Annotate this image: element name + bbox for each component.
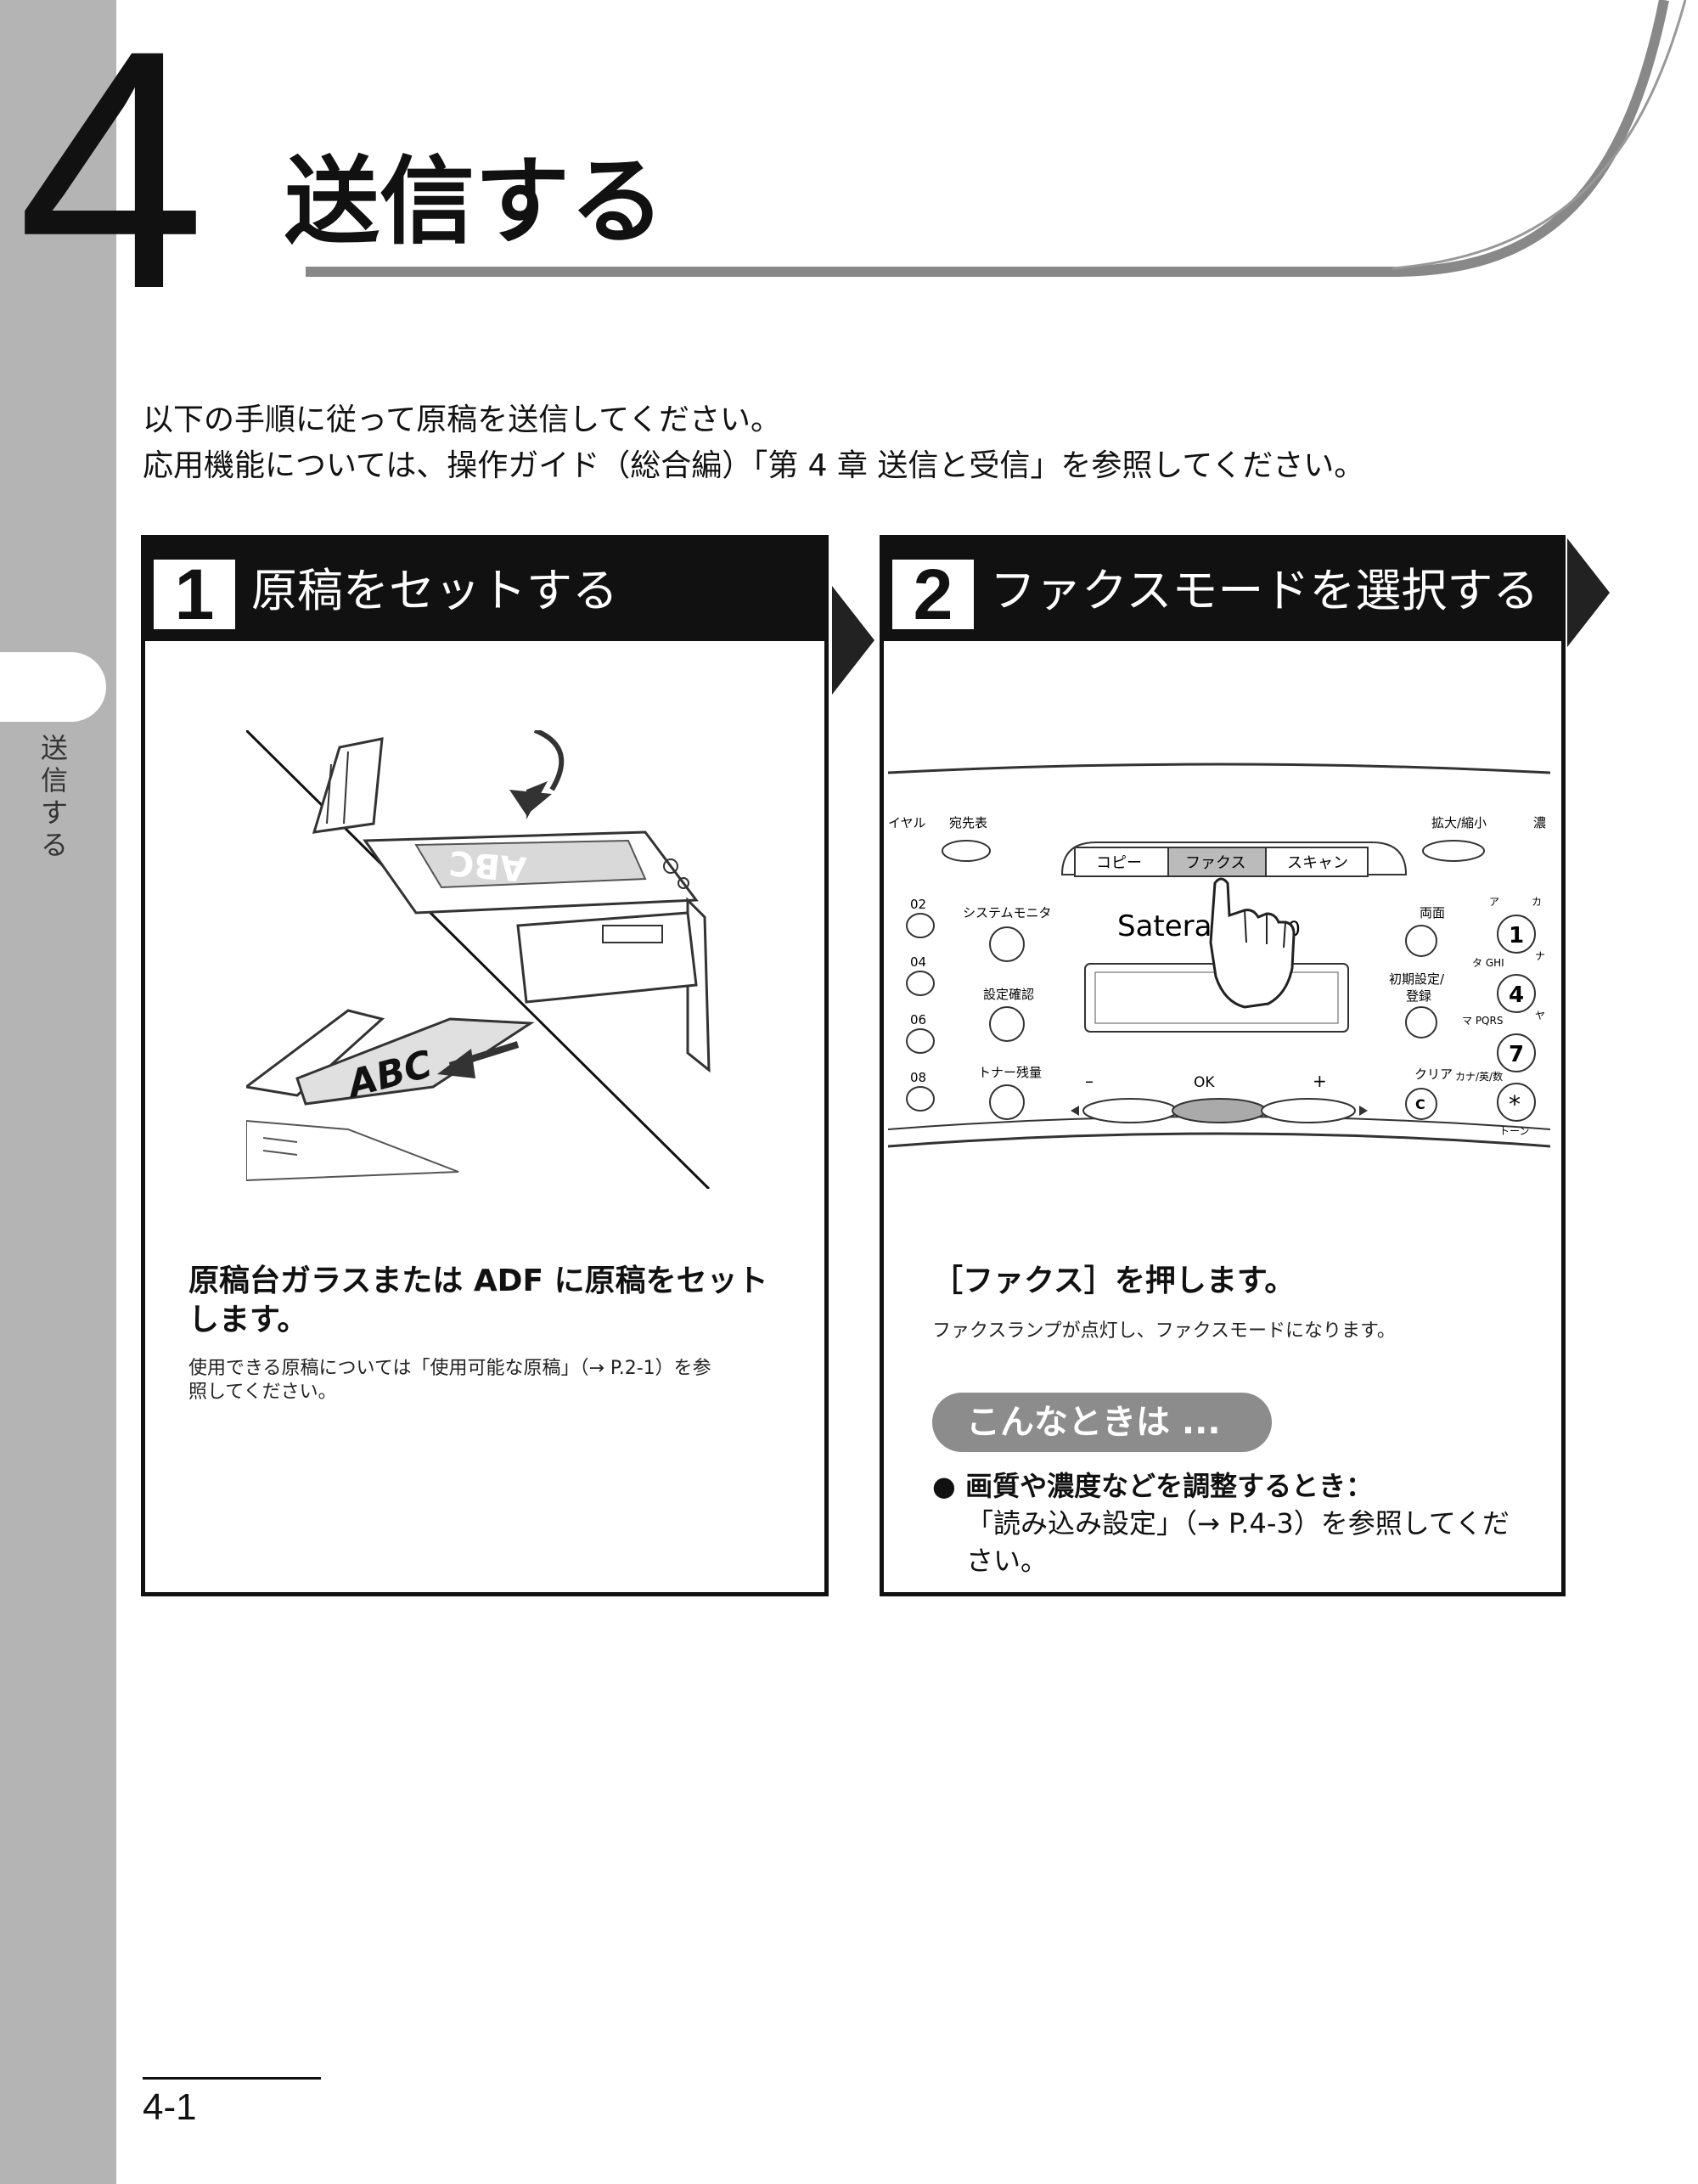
step-1-note: 使用できる原稿については「使用可能な原稿」（→ P.2-1）を参 照してください… (188, 1358, 711, 1403)
svg-text:4: 4 (1509, 982, 1524, 1008)
svg-text:ア: ア (1489, 896, 1499, 908)
intro-text: 以下の手順に従って原稿を送信してください。 応用機能については、操作ガイド（総合… (143, 402, 1365, 483)
control-panel-illustration: イヤル 宛先表 拡大/縮小 濃 コピー ファクス スキャン 02 04 06 0… (888, 763, 1550, 1148)
chapter-number: 4 (17, 0, 205, 359)
svg-text:ABC: ABC (447, 842, 527, 888)
svg-text:トーン: トーン (1499, 1125, 1529, 1137)
svg-text:システムモニタ: システムモニタ (963, 905, 1052, 920)
svg-text:ナ: ナ (1535, 950, 1545, 962)
scanner-illustration: ABC ABC (246, 730, 711, 1189)
step-1-heading: 原稿台ガラスまたは ADF に原稿をセット します。 (188, 1264, 768, 1337)
svg-text:ファクス: ファクス (1185, 854, 1245, 872)
svg-text:タ GHI: タ GHI (1472, 957, 1504, 969)
svg-text:08: 08 (910, 1070, 926, 1085)
step-2-number: 2 (892, 559, 974, 630)
side-bar (0, 0, 116, 2184)
svg-text:C: C (1415, 1096, 1425, 1112)
step-1-header: 1 原稿をセットする (145, 539, 824, 641)
footer-rule (143, 2077, 321, 2080)
chapter-tab (0, 652, 106, 722)
svg-text:設定確認: 設定確認 (983, 987, 1034, 1002)
svg-text:両面: 両面 (1420, 905, 1445, 920)
svg-text:*: * (1509, 1090, 1521, 1118)
svg-text:宛先表: 宛先表 (949, 815, 987, 830)
svg-text:OK: OK (1194, 1074, 1215, 1091)
step-2-note: ファクスランプが点灯し、ファクスモードになります。 (932, 1320, 1396, 1342)
svg-text:初期設定/: 初期設定/ (1389, 971, 1445, 987)
tip-label: こんなときは ... (932, 1393, 1272, 1452)
svg-text:コピー: コピー (1096, 854, 1142, 872)
svg-text:カナ/英/数: カナ/英/数 (1455, 1070, 1503, 1083)
chapter-title: 送信する (284, 147, 665, 257)
svg-text:+: + (1313, 1071, 1327, 1091)
svg-text:ABC: ABC (341, 1043, 437, 1107)
side-tab-label: 送 信 す る (40, 732, 68, 861)
svg-text:ヤ: ヤ (1535, 1010, 1545, 1022)
svg-text:カ: カ (1532, 896, 1542, 908)
svg-text:トナー残量: トナー残量 (978, 1065, 1042, 1080)
svg-text:濃: 濃 (1533, 815, 1546, 830)
bullet-icon: ● (932, 1470, 966, 1502)
header-decoration (306, 0, 1687, 277)
step-2-title: ファクスモードを選択する (990, 564, 1539, 617)
svg-text:–: – (1085, 1071, 1094, 1091)
step-1-title: 原稿をセットする (251, 564, 618, 617)
tip-bullet: ● 画質や濃度などを調整するとき： 「読み込み設定」（→ P.4-3）を参照して… (932, 1470, 1510, 1577)
svg-text:02: 02 (910, 897, 926, 912)
step-2-heading: ［ファクス］を押します。 (932, 1264, 1296, 1298)
step-1-number: 1 (154, 559, 235, 630)
svg-text:登録: 登録 (1406, 988, 1431, 1004)
svg-text:04: 04 (910, 954, 926, 970)
svg-text:クリア: クリア (1414, 1067, 1453, 1082)
page-number: 4-1 (143, 2086, 197, 2128)
svg-text:06: 06 (910, 1012, 926, 1027)
svg-text:7: 7 (1509, 1042, 1524, 1067)
svg-text:拡大/縮小: 拡大/縮小 (1431, 815, 1487, 830)
svg-text:イヤル: イヤル (888, 815, 926, 830)
step-1-arrow (832, 586, 874, 695)
svg-text:スキャン: スキャン (1287, 854, 1348, 872)
step-2-header: 2 ファクスモードを選択する (884, 539, 1561, 641)
svg-text:1: 1 (1509, 923, 1524, 948)
svg-text:マ PQRS: マ PQRS (1462, 1015, 1503, 1027)
step-2-arrow (1567, 538, 1610, 647)
svg-text:Satera: Satera (1117, 909, 1212, 943)
step-1-box: 1 原稿をセットする (141, 535, 829, 1596)
